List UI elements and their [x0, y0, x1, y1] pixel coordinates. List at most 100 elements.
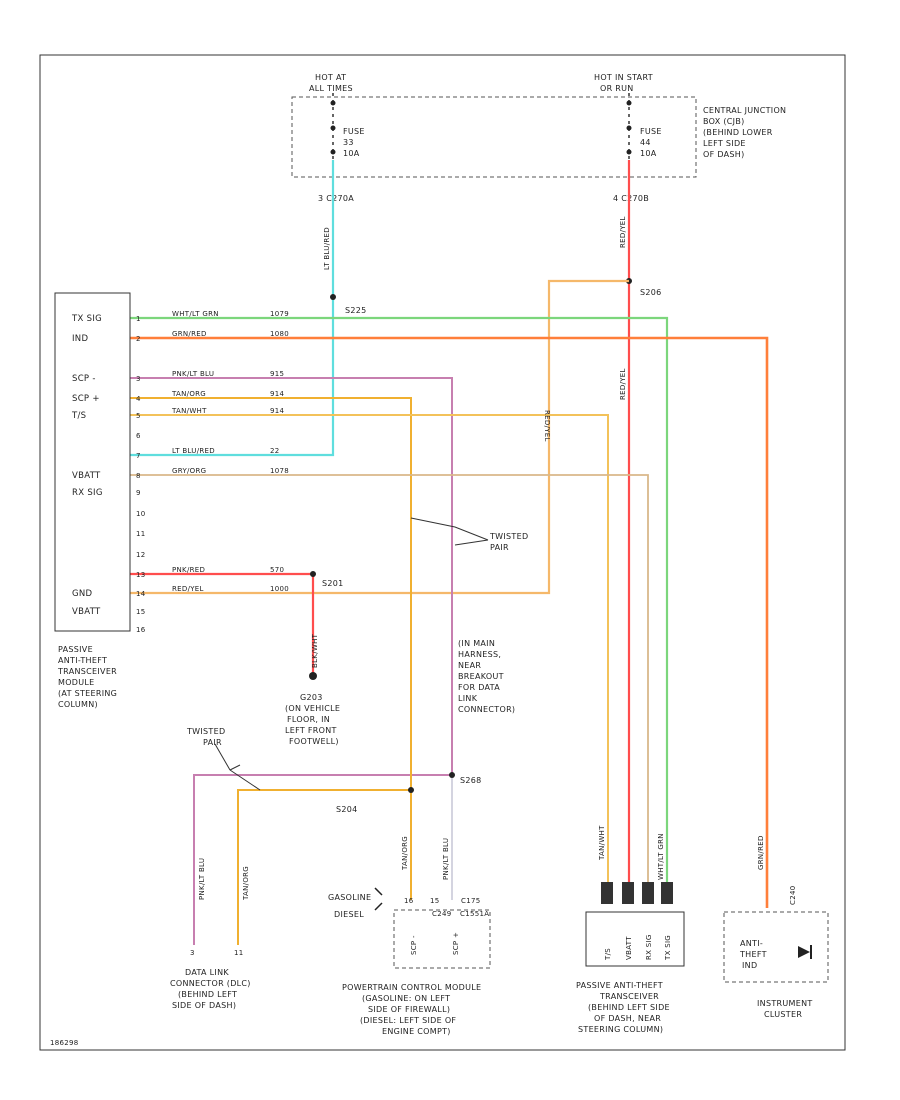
connector-c270a: 3 C270A [318, 194, 354, 203]
wire-color-label: WHT/LT GRN [172, 310, 219, 318]
twisted-pair-1-b: PAIR [490, 543, 509, 552]
wire-color-label: RED/YEL [172, 585, 204, 593]
splice-s225: S225 [345, 306, 367, 315]
vlabel-grn-red: GRN/RED [757, 835, 765, 870]
anti-theft-label-1: ANTI- [740, 939, 763, 948]
wire-color-label: TAN/WHT [171, 407, 207, 415]
pcm-label-1: POWERTRAIN CONTROL MODULE [342, 983, 481, 992]
wire-color-label: PNK/RED [172, 566, 205, 574]
wire-grn-red [130, 336, 769, 908]
module-pin-number: 16 [136, 626, 146, 634]
fuse-33: FUSE 33 10A [330, 93, 364, 160]
wire-circuit-label: 1000 [270, 585, 289, 593]
breakout-label-7: CONNECTOR) [458, 705, 515, 714]
pats-module-label-3: TRANSCEIVER [57, 667, 117, 676]
wire-lt-blu-red [130, 160, 335, 457]
vlabel-wht-lt-grn: WHT/LT GRN [657, 833, 665, 880]
pats-module-box [54, 292, 131, 632]
hot-at-label-2: ALL TIMES [309, 84, 353, 93]
ground-label-2: (ON VEHICLE [285, 704, 340, 713]
pats-bottom-label-1: PASSIVE ANTI-THEFT [576, 981, 663, 990]
splice-s225-dot [330, 294, 336, 300]
pats-transceiver-box [585, 911, 685, 967]
pats-pin-markers [601, 882, 673, 904]
twisted-pair-pointer-1 [410, 517, 489, 541]
breakout-label-1: (IN MAIN [458, 639, 495, 648]
module-pin-name: TX SIG [71, 314, 102, 324]
twisted-pair-1-a: TWISTED [489, 532, 528, 541]
cjb-label-1: CENTRAL JUNCTION [703, 106, 786, 115]
ground-label-1: G203 [300, 693, 323, 702]
module-pin-number: 15 [136, 608, 146, 616]
pcm-scp-minus: SCP - [410, 935, 418, 955]
anti-theft-label-2: THEFT [739, 950, 767, 959]
anti-theft-label-3: IND [742, 961, 757, 970]
fuse2-name: FUSE [640, 127, 662, 136]
module-pin-number: 7 [136, 452, 141, 460]
module-pin-number: 3 [136, 375, 141, 383]
pats-bottom-label-4: OF DASH, NEAR [594, 1014, 661, 1023]
module-pin-number: 13 [136, 571, 146, 579]
module-pin-number: 6 [136, 432, 141, 440]
fuse2-amps: 10A [640, 149, 657, 158]
pcm-scp-plus: SCP + [452, 932, 460, 955]
led-icon [798, 945, 812, 959]
ground-label-5: FOOTWELL) [289, 737, 339, 746]
vlabel-tan-wht: TAN/WHT [598, 825, 606, 861]
vlabel-red-yel-b: RED/YEL [543, 410, 551, 442]
pcm-pin-16: 16 [404, 897, 414, 905]
cluster-label-2: CLUSTER [764, 1010, 802, 1019]
pats-module-label-4: MODULE [58, 678, 95, 687]
wire-circuit-label: 1079 [270, 310, 289, 318]
wire-color-label: LT BLU/RED [172, 447, 215, 455]
wire-tan-org-dlc [237, 789, 411, 945]
hot-at-label-1: HOT AT [315, 73, 346, 82]
pats-pin-vbatt: VBATT [625, 936, 633, 960]
pats-bottom-label-2: TRANSCEIVER [599, 992, 659, 1001]
dlc-label-2: CONNECTOR (DLC) [170, 979, 251, 988]
wire-circuit-label: 570 [270, 566, 284, 574]
pats-module-label-1: PASSIVE [58, 645, 93, 654]
wire-circuit-label: 22 [270, 447, 280, 455]
pats-module-label-2: ANTI-THEFT [58, 656, 107, 665]
module-pin-name: VBATT [72, 471, 101, 481]
module-pin-number: 9 [136, 489, 141, 497]
central-junction-box [291, 96, 697, 178]
vlabel-tan-org-dlc: TAN/ORG [242, 866, 250, 901]
ground-label-4: LEFT FRONT [285, 726, 337, 735]
module-pin-number: 12 [136, 551, 146, 559]
wire-circuit-label: 914 [270, 390, 285, 398]
fuse1-num: 33 [343, 138, 354, 147]
diesel-label: DIESEL [334, 910, 364, 919]
wire-tan-wht [130, 414, 609, 890]
pats-pin-ts: T/S [604, 948, 612, 961]
module-pin-number: 14 [136, 590, 146, 598]
splice-s268-dot [449, 772, 455, 778]
wire-color-label: GRN/RED [172, 330, 207, 338]
cjb-label-5: OF DASH) [703, 150, 745, 159]
module-pin-name: T/S [71, 411, 86, 421]
breakout-label-2: HARNESS, [458, 650, 501, 659]
wire-color-label: GRY/ORG [172, 467, 206, 475]
module-pin-number: 4 [136, 395, 141, 403]
splice-s268: S268 [460, 776, 482, 785]
vlabel-lt-blu-red: LT BLU/RED [323, 227, 331, 270]
wire-red-yel-branch [130, 279, 629, 595]
wire-circuit-label: 1080 [270, 330, 289, 338]
wire-color-label: PNK/LT BLU [172, 370, 214, 378]
pats-module-label-5: (AT STEERING [58, 689, 117, 698]
breakout-label-5: FOR DATA [458, 683, 500, 692]
vlabel-red-yel-a: RED/YEL [619, 216, 627, 248]
module-pin-number: 10 [136, 510, 146, 518]
module-pin-name: RX SIG [72, 488, 103, 498]
figure-id: 186298 [50, 1039, 79, 1047]
splice-s201-dot [310, 571, 316, 577]
pcm-label-2: (GASOLINE: ON LEFT [362, 994, 450, 1003]
wire-circuit-label: 914 [270, 407, 285, 415]
module-pin-number: 2 [136, 335, 141, 343]
module-pin-number: 8 [136, 472, 141, 480]
breakout-label-6: LINK [458, 694, 478, 703]
